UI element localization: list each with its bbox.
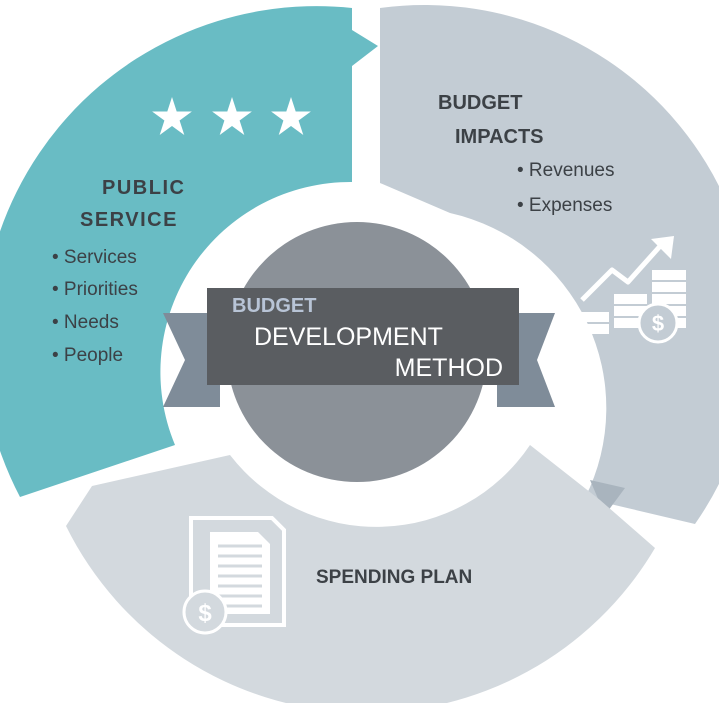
budget-impacts-item-expenses: • Expenses (517, 195, 612, 216)
public-service-item-people: • People (52, 345, 123, 366)
public-service-item-services: • Services (52, 247, 137, 268)
center-banner (207, 288, 519, 385)
public-service-item-priorities: • Priorities (52, 279, 138, 300)
three-stars-icon (152, 97, 311, 135)
document-dollar-icon: $ (182, 516, 286, 635)
center-title-budget: BUDGET (232, 295, 316, 317)
public-service-title-line1: PUBLIC (102, 177, 185, 199)
growth-chart-dollar-icon: $ (576, 236, 686, 344)
ribbon-left (163, 313, 220, 407)
center-title-development: DEVELOPMENT (254, 323, 443, 351)
budget-impacts-arrow-tip (590, 480, 625, 515)
budget-impacts-title-line1: BUDGET (438, 92, 522, 114)
svg-text:$: $ (198, 600, 212, 627)
center-title-method: METHOD (395, 354, 503, 382)
budget-impacts-segment (380, 4, 719, 524)
public-service-item-needs: • Needs (52, 312, 119, 333)
budget-impacts-title-line2: IMPACTS (455, 126, 544, 148)
budget-impacts-item-revenues: • Revenues (517, 160, 615, 181)
spending-plan-title: SPENDING PLAN (316, 567, 472, 588)
svg-text:$: $ (652, 311, 664, 336)
spending-plan-segment (66, 445, 655, 703)
public-service-title-line2: SERVICE (80, 209, 178, 231)
